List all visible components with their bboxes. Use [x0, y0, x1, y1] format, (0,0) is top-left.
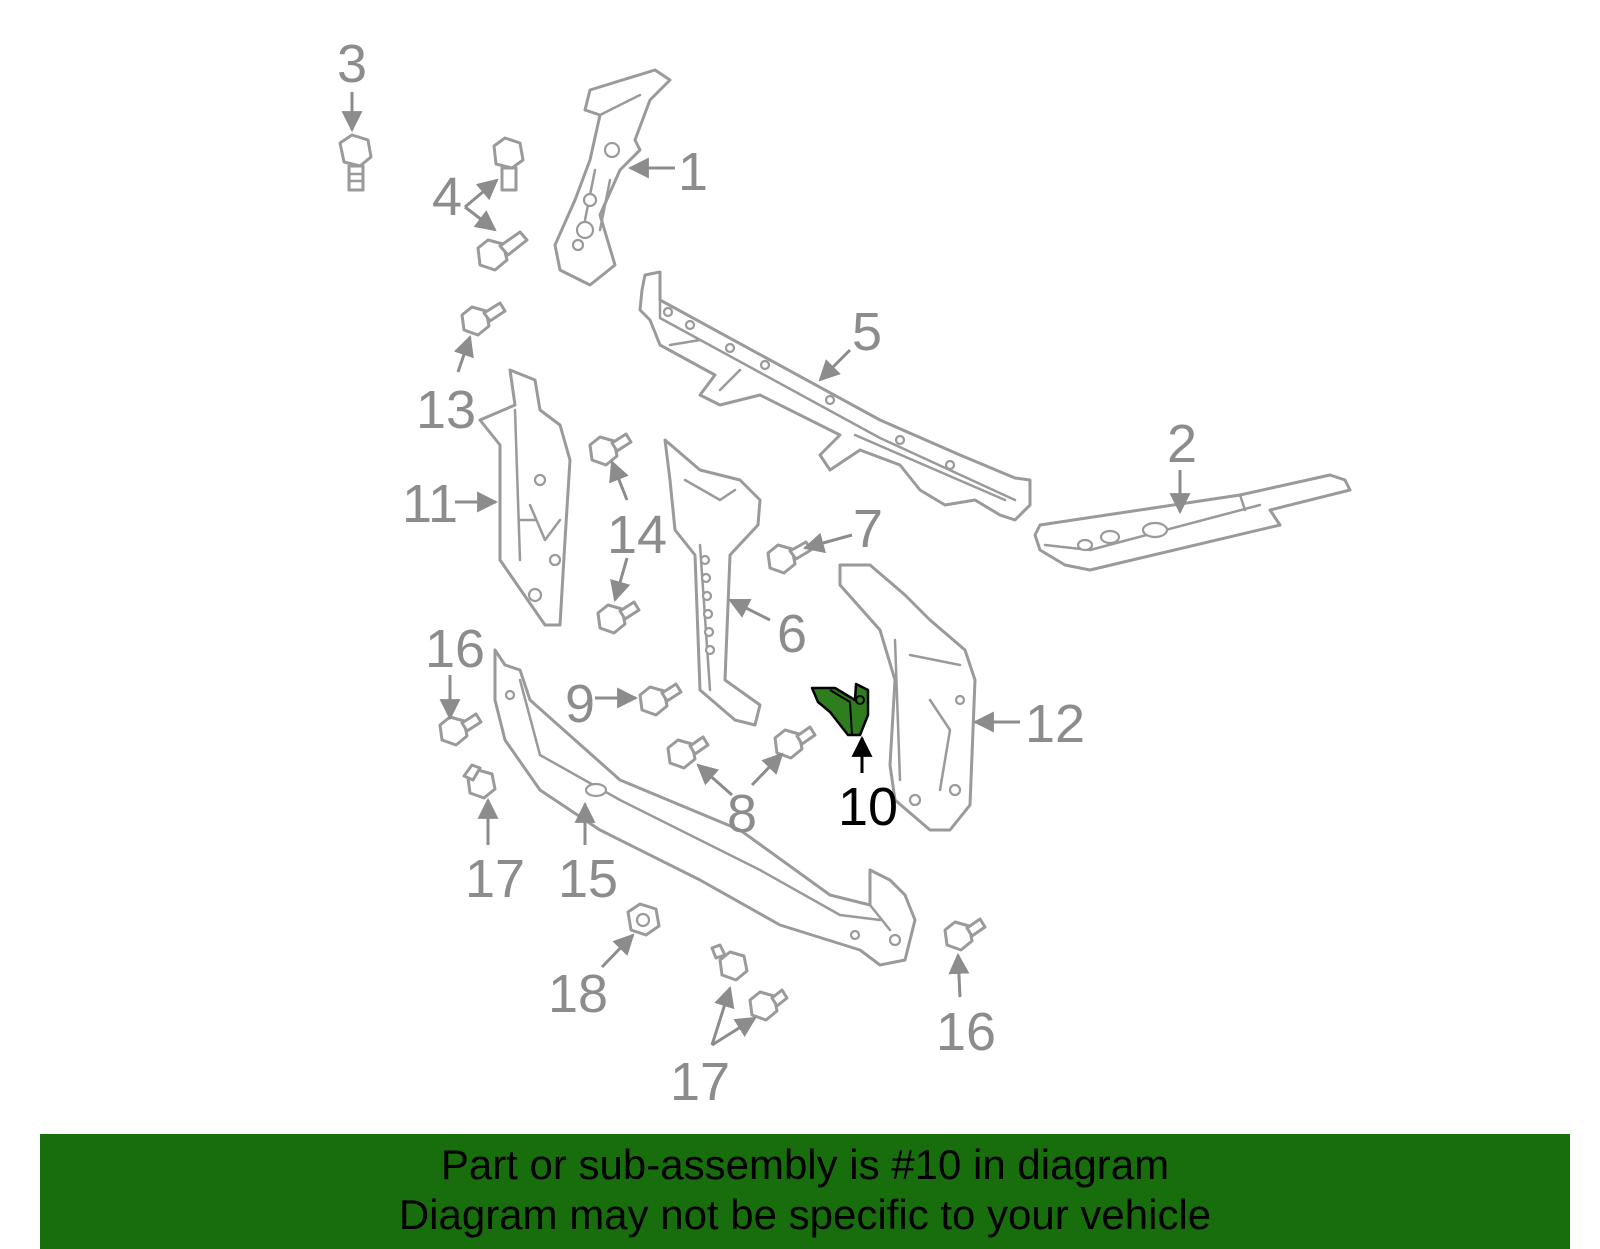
- callout-17-left: 17: [465, 849, 525, 909]
- callout-17-bottom: 17: [670, 1052, 730, 1112]
- bolt-17b: [710, 943, 749, 982]
- callout-9: 9: [565, 674, 595, 734]
- callout-1: 1: [678, 142, 708, 202]
- part-6-center-support: [663, 438, 762, 727]
- callout-7: 7: [853, 499, 883, 559]
- bolt-8a: [666, 735, 710, 770]
- part-12-right-panel: [838, 563, 977, 832]
- callout-16-right: 16: [936, 1002, 996, 1062]
- bolt-13: [460, 301, 507, 337]
- info-banner: Part or sub-assembly is #10 in diagram D…: [40, 1134, 1570, 1249]
- callout-2: 2: [1167, 414, 1197, 474]
- bolt-7: [766, 540, 813, 575]
- callout-16-left: 16: [425, 619, 485, 679]
- callout-6: 6: [777, 604, 807, 664]
- callout-3: 3: [337, 34, 367, 94]
- nut-18: [626, 902, 661, 937]
- callout-8: 8: [727, 784, 757, 844]
- bolt-4b: [476, 230, 529, 272]
- callout-13: 13: [416, 380, 476, 440]
- leader-lines: [341, 92, 1191, 1047]
- part-11-left-panel: [478, 368, 572, 627]
- banner-line-1: Part or sub-assembly is #10 in diagram: [440, 1141, 1170, 1188]
- bolt-8b: [773, 725, 817, 760]
- callout-18: 18: [548, 964, 608, 1024]
- callout-12: 12: [1025, 694, 1085, 754]
- callout-15: 15: [558, 849, 618, 909]
- bolt-16b: [943, 917, 987, 952]
- bolt-4a: [492, 136, 525, 192]
- callout-10: 10: [838, 777, 898, 837]
- part-10-highlighted-bracket: [810, 682, 870, 737]
- bolt-3: [338, 133, 373, 192]
- callout-14: 14: [607, 505, 667, 565]
- callout-11: 11: [402, 474, 458, 534]
- bolt-9: [638, 682, 683, 717]
- bolt-17a: [462, 763, 497, 800]
- part-2-side-member: [1033, 473, 1352, 572]
- callout-5: 5: [852, 302, 882, 362]
- banner-line-2: Diagram may not be specific to your vehi…: [398, 1191, 1212, 1238]
- part-5-upper-cross-member: [638, 270, 1032, 522]
- bolt-14b: [596, 600, 641, 635]
- callout-4: 4: [432, 167, 462, 227]
- bolt-17c: [748, 988, 789, 1022]
- bolt-14a: [588, 432, 633, 467]
- part-15-lower-cross-member: [493, 648, 917, 967]
- part-1-upper-bracket: [553, 68, 672, 287]
- bolt-16a: [438, 712, 483, 747]
